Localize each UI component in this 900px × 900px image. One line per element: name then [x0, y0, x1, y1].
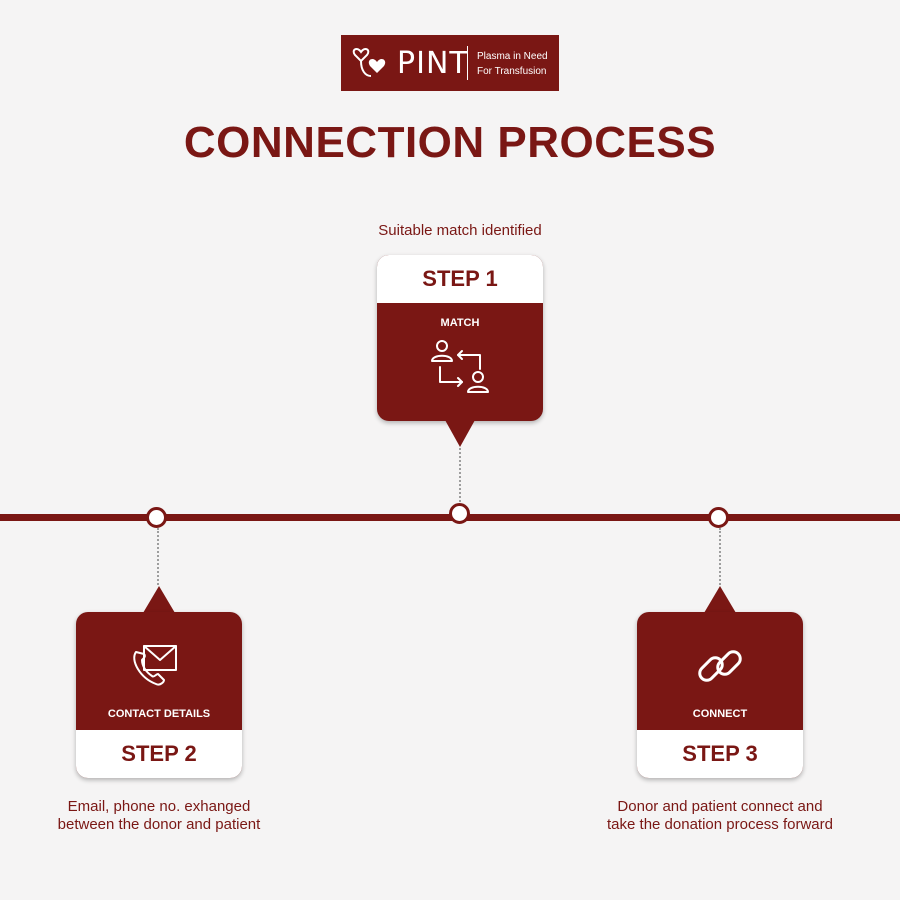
logo-tagline-line1: Plasma in Need	[477, 51, 548, 62]
step3-card: CONNECT STEP 3	[637, 612, 803, 778]
page-title: CONNECTION PROCESS	[183, 118, 717, 167]
step3-caption-line1: Donor and patient connect and	[617, 798, 823, 815]
hearts-logo-icon	[352, 48, 386, 77]
logo-divider	[467, 46, 468, 80]
step1-card: STEP 1 MATCH	[377, 255, 543, 421]
step2-node	[146, 507, 167, 528]
step2-caption-line2: between the donor and patient	[57, 816, 261, 833]
step2-caption-line1: Email, phone no. exhanged	[67, 798, 251, 815]
user-swap-icon	[431, 340, 489, 393]
step2-caption: Email, phone no. exhanged between the do…	[0, 798, 318, 834]
step3-title: STEP 3	[637, 730, 803, 778]
step3-caption-line2: take the donation process forward	[607, 816, 833, 833]
step3-pointer	[704, 586, 736, 613]
step1-node	[449, 503, 470, 524]
step3-label: CONNECT	[692, 708, 748, 720]
step2-connector	[157, 528, 159, 585]
logo-tagline: Plasma in Need For Transfusion	[477, 49, 548, 79]
step2-label: CONTACT DETAILS	[107, 708, 211, 720]
phone-mail-icon	[133, 645, 177, 686]
step3-connector	[719, 528, 721, 585]
step1-connector	[459, 448, 461, 502]
pint-logo: PINT Plasma in Need For Transfusion	[341, 35, 559, 91]
step1-caption: Suitable match identified	[300, 222, 620, 240]
step1-label: MATCH	[440, 317, 480, 329]
logo-name: PINT	[397, 46, 469, 81]
step3-node	[708, 507, 729, 528]
step2-card: CONTACT DETAILS STEP 2	[76, 612, 242, 778]
logo-tagline-line2: For Transfusion	[477, 66, 547, 77]
step1-caption-line1: Suitable match identified	[378, 222, 542, 239]
step1-pointer	[445, 420, 475, 447]
step1-title: STEP 1	[377, 255, 543, 303]
link-icon	[698, 650, 742, 682]
step3-caption: Donor and patient connect and take the d…	[561, 798, 879, 834]
step2-title: STEP 2	[76, 730, 242, 778]
step2-pointer	[143, 586, 175, 613]
